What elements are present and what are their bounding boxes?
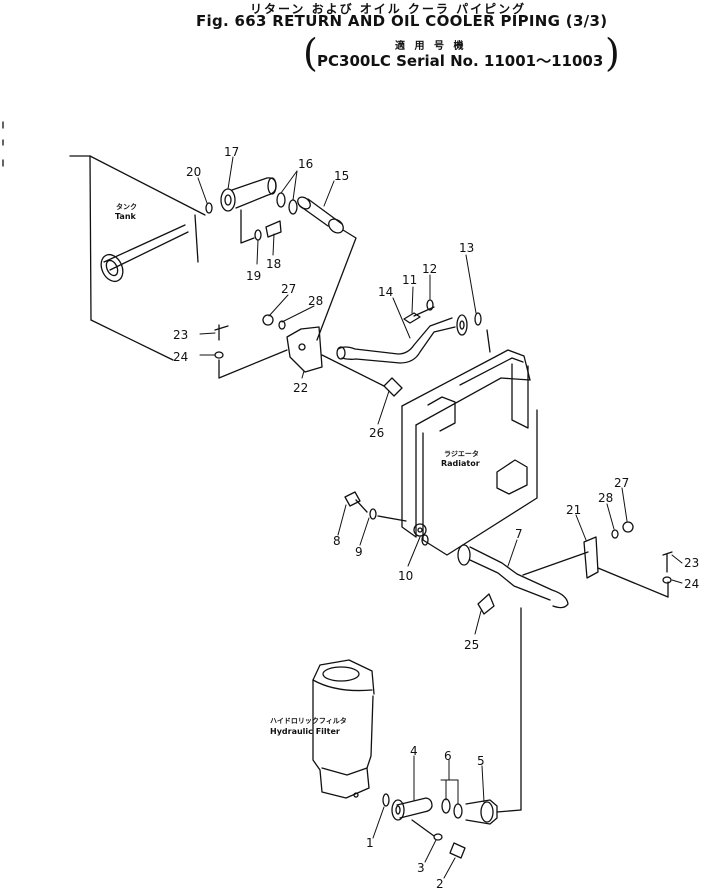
tank-label-jp: タンク xyxy=(116,203,137,211)
callout-27-right: 27 xyxy=(614,476,629,490)
hydraulic-filter-body xyxy=(312,659,375,799)
oil-tube-7 xyxy=(421,534,569,813)
callout-13: 13 xyxy=(459,241,474,255)
callout-16: 16 xyxy=(298,157,313,171)
callout-numbers: 20 17 16 15 18 19 13 12 11 14 27 28 23 2… xyxy=(173,145,699,890)
callout-8: 8 xyxy=(333,534,341,548)
tank-body xyxy=(69,155,206,361)
callout-28-right: 28 xyxy=(598,491,613,505)
callout-10: 10 xyxy=(398,569,413,583)
callout-4: 4 xyxy=(410,744,418,758)
callout-20: 20 xyxy=(186,165,201,179)
callout-25: 25 xyxy=(464,638,479,652)
callout-6: 6 xyxy=(444,749,452,763)
callout-17: 17 xyxy=(224,145,239,159)
serial-range: PC300LC Serial No. 11001～11003 xyxy=(317,52,604,70)
title-japanese: リターン および オイル クーラ パイピング xyxy=(250,2,527,16)
radiator-label: Radiator xyxy=(441,459,480,468)
callout-15: 15 xyxy=(334,169,349,183)
callout-18: 18 xyxy=(266,257,281,271)
callout-22: 22 xyxy=(293,381,308,395)
callout-3: 3 xyxy=(417,861,425,875)
callout-9: 9 xyxy=(355,545,363,559)
tank-label: Tank xyxy=(115,212,136,221)
bolt-8-assembly xyxy=(344,491,407,522)
filter-label: Hydraulic Filter xyxy=(270,727,340,736)
callout-1: 1 xyxy=(366,836,374,850)
callout-24: 24 xyxy=(173,350,188,364)
bracket-22 xyxy=(214,314,403,397)
filter-outlet-fittings xyxy=(382,793,498,859)
callout-2: 2 xyxy=(436,877,444,890)
bracket-21 xyxy=(522,521,673,598)
callout-26: 26 xyxy=(369,426,384,440)
callout-27: 27 xyxy=(281,282,296,296)
leader-lines xyxy=(197,156,683,879)
filter-label-jp: ハイドロリックフィルタ xyxy=(270,717,347,725)
callout-5: 5 xyxy=(477,754,485,768)
figure-title: Fig. 663 RETURN AND OIL COOLER PIPING (3… xyxy=(196,12,608,30)
callout-7: 7 xyxy=(515,527,523,541)
close-paren-icon: ) xyxy=(605,31,620,75)
callout-12: 12 xyxy=(422,262,437,276)
callout-19: 19 xyxy=(246,269,261,283)
callout-21: 21 xyxy=(566,503,581,517)
open-paren-icon: ( xyxy=(303,31,318,75)
callout-28: 28 xyxy=(308,294,323,308)
return-tube-14 xyxy=(336,299,491,364)
radiator-label-jp: ラジエータ xyxy=(444,450,479,458)
callout-23: 23 xyxy=(173,328,188,342)
applicability-label: 適 用 号 機 xyxy=(395,41,467,52)
callout-11: 11 xyxy=(402,273,417,287)
callout-24-right: 24 xyxy=(684,577,699,591)
radiator-body xyxy=(401,349,538,556)
callout-14: 14 xyxy=(378,285,393,299)
callout-23-right: 23 xyxy=(684,556,699,570)
